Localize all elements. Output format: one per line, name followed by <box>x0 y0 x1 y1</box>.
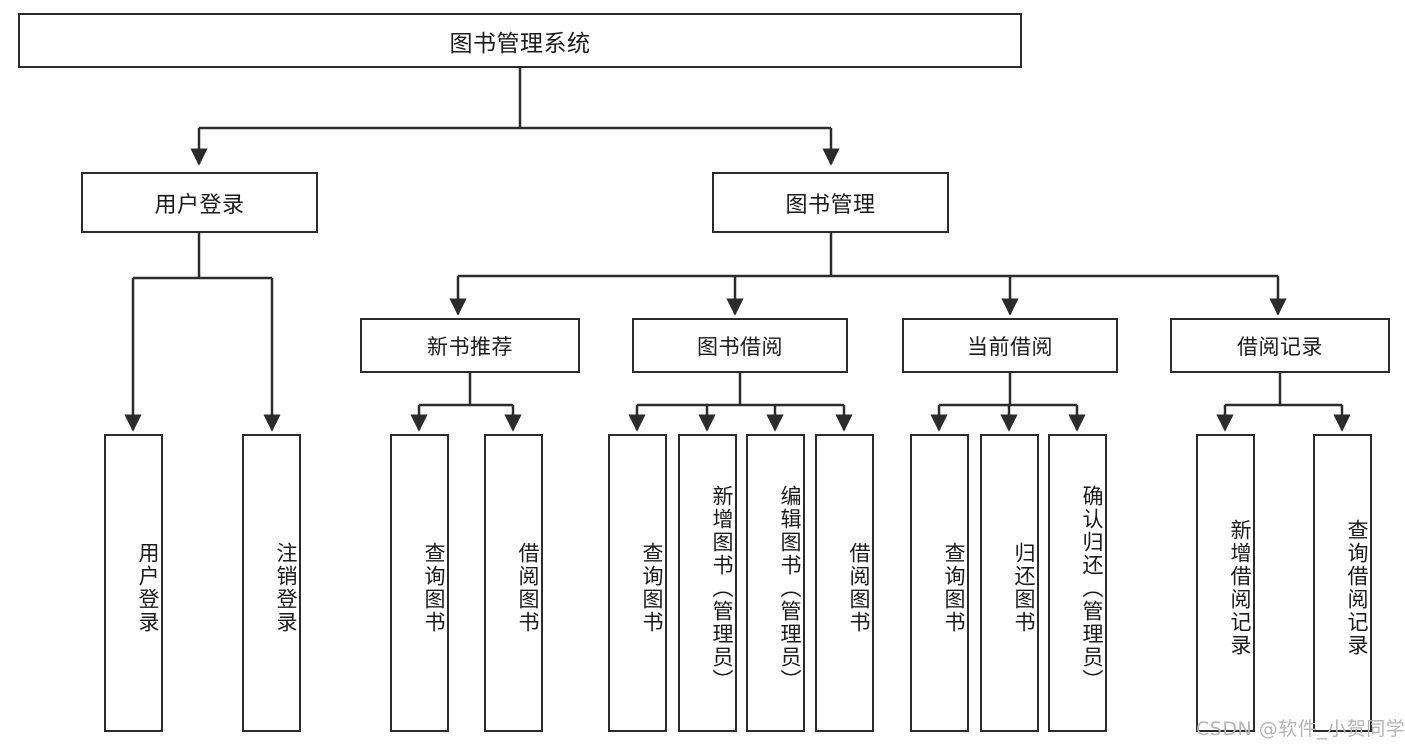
node-book-management-label: 图书管理 <box>785 192 876 218</box>
csdn-watermark: CSDN @软件_小贺同学 <box>1196 718 1405 740</box>
node-user-login-label: 用户登录 <box>154 192 245 218</box>
leaf-logout[interactable]: 注销登录 <box>242 434 301 732</box>
leaf-edit-book-admin[interactable]: 编辑图书（管理员） <box>746 434 805 732</box>
leaf-add-book-admin[interactable]: 新增图书（管理员） <box>678 434 737 732</box>
leaf-edit-book-admin-label: 编辑图书（管理员） <box>778 484 802 692</box>
node-current-borrowing[interactable]: 当前借阅 <box>902 318 1118 373</box>
leaf-logout-label: 注销登录 <box>274 542 298 634</box>
node-book-management[interactable]: 图书管理 <box>712 172 949 233</box>
leaf-add-borrow-record-label: 新增借阅记录 <box>1228 519 1252 657</box>
node-new-book-recommendation[interactable]: 新书推荐 <box>360 318 580 373</box>
node-borrowing-records[interactable]: 借阅记录 <box>1170 318 1390 373</box>
leaf-query-books-newbooks[interactable]: 查询图书 <box>390 434 449 732</box>
node-book-borrowing-label: 图书借阅 <box>697 334 783 359</box>
leaf-add-book-admin-label: 新增图书（管理员） <box>710 484 734 692</box>
leaf-query-books-borrowing[interactable]: 查询图书 <box>608 434 667 732</box>
leaf-return-books[interactable]: 归还图书 <box>980 434 1039 732</box>
leaf-user-login-label: 用户登录 <box>136 542 160 634</box>
leaf-query-books-current[interactable]: 查询图书 <box>910 434 969 732</box>
leaf-confirm-return-admin-label: 确认归还（管理员） <box>1080 484 1104 692</box>
node-user-login[interactable]: 用户登录 <box>81 172 318 233</box>
leaf-add-borrow-record[interactable]: 新增借阅记录 <box>1196 434 1255 732</box>
node-borrowing-records-label: 借阅记录 <box>1237 334 1323 359</box>
leaf-query-books-borrowing-label: 查询图书 <box>640 542 664 634</box>
node-current-borrowing-label: 当前借阅 <box>967 334 1053 359</box>
leaf-borrow-books-borrowing-label: 借阅图书 <box>847 542 871 634</box>
leaf-query-borrow-record-label: 查询借阅记录 <box>1345 519 1369 657</box>
leaf-query-borrow-record[interactable]: 查询借阅记录 <box>1313 434 1372 732</box>
leaf-user-login[interactable]: 用户登录 <box>104 434 163 732</box>
leaf-query-books-current-label: 查询图书 <box>942 542 966 634</box>
leaf-borrow-books-newbooks[interactable]: 借阅图书 <box>484 434 543 732</box>
node-new-book-recommendation-label: 新书推荐 <box>427 334 513 359</box>
node-book-borrowing[interactable]: 图书借阅 <box>632 318 848 373</box>
leaf-return-books-label: 归还图书 <box>1012 542 1036 634</box>
leaf-borrow-books-newbooks-label: 借阅图书 <box>516 542 540 634</box>
node-root-label: 图书管理系统 <box>449 30 591 57</box>
leaf-confirm-return-admin[interactable]: 确认归还（管理员） <box>1048 434 1107 732</box>
leaf-query-books-newbooks-label: 查询图书 <box>422 542 446 634</box>
node-root-system[interactable]: 图书管理系统 <box>18 13 1022 68</box>
leaf-borrow-books-borrowing[interactable]: 借阅图书 <box>815 434 874 732</box>
